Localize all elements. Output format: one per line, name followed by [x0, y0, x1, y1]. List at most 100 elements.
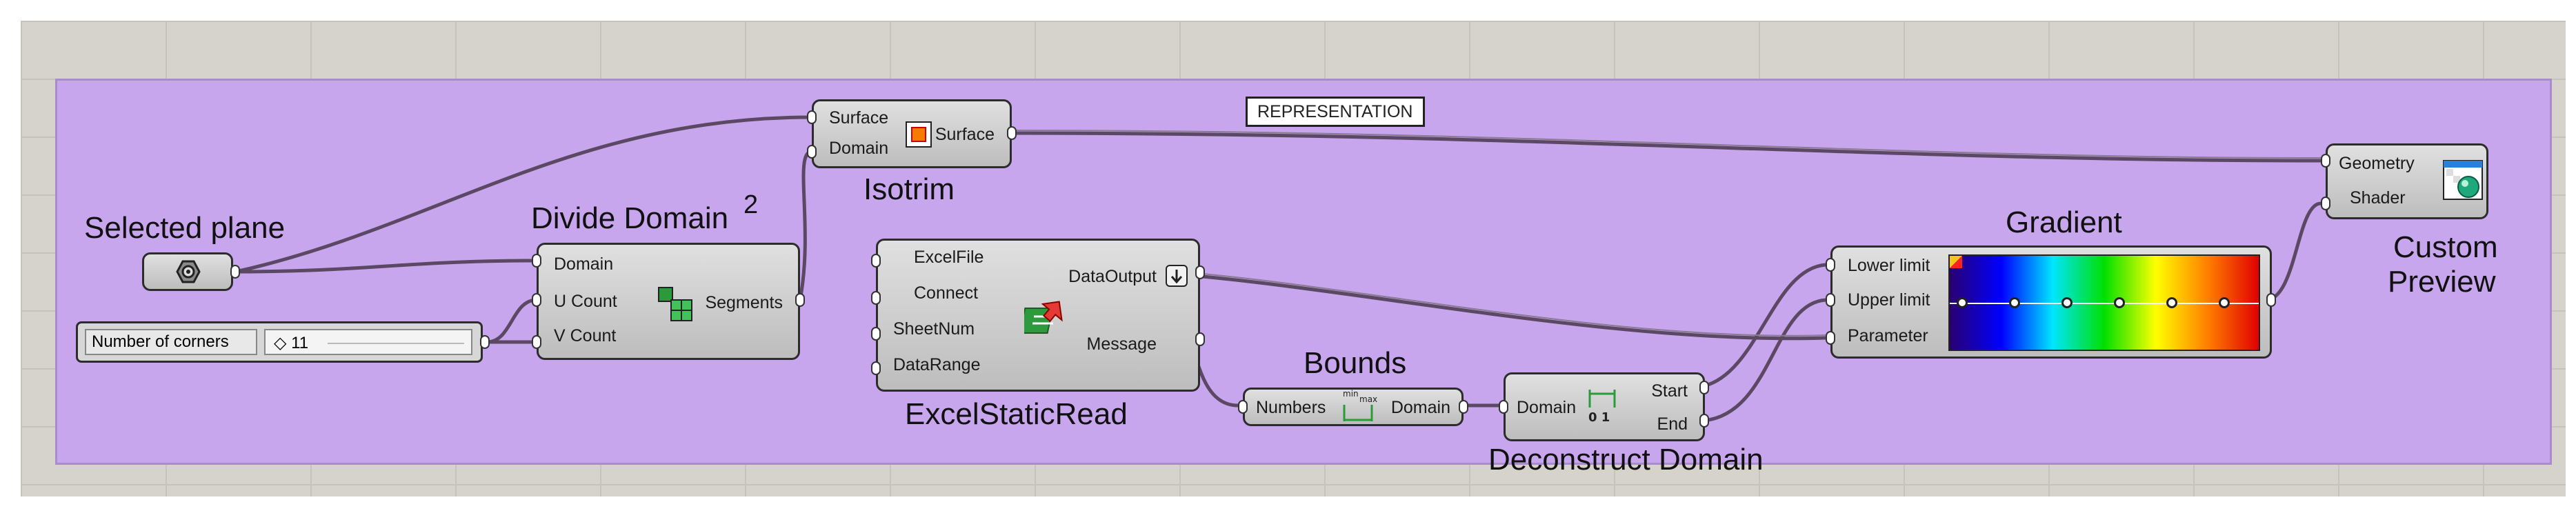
deconstruct-icon-label: 0 1: [1588, 410, 1610, 425]
group-label[interactable]: REPRESENTATION: [1246, 97, 1425, 127]
excel-input-connect[interactable]: Connect: [914, 283, 979, 303]
excel-icon: [1024, 301, 1063, 334]
excel-input-sheetnum[interactable]: SheetNum: [893, 319, 975, 339]
flatten-icon[interactable]: [1165, 264, 1188, 288]
deconstruct-output-end[interactable]: End: [1657, 414, 1688, 434]
excel-input-excelfile[interactable]: ExcelFile: [914, 248, 984, 267]
deconstruct-grip-start[interactable]: [1699, 381, 1709, 394]
wire-plane-to-divide-domain: [234, 259, 539, 274]
gradient-input-upper[interactable]: Upper limit: [1848, 290, 1930, 310]
isotrim-grip-surface-in[interactable]: [807, 110, 817, 124]
slider-output-grip[interactable]: [480, 335, 490, 349]
gradient-color-grip[interactable]: [2009, 297, 2020, 308]
divide-domain-component[interactable]: Domain U Count V Count Segments: [537, 243, 800, 360]
plane-output-grip[interactable]: [230, 265, 240, 279]
gradient-color-grip[interactable]: [1957, 297, 1968, 308]
grasshopper-canvas[interactable]: REPRESENTATION Selected plane: [21, 21, 2566, 496]
gradient-component[interactable]: Lower limit Upper limit Parameter: [1830, 245, 2272, 359]
preview-grip-shader[interactable]: [2321, 197, 2330, 210]
gradient-color-grip[interactable]: [2166, 297, 2177, 308]
divide-domain-caption: Divide Domain: [531, 201, 729, 235]
wire-dataoutput-to-parameter: [1148, 270, 1828, 341]
gradient-grip-out[interactable]: [2266, 293, 2276, 307]
excel-static-read-component[interactable]: ExcelFile Connect SheetNum DataRange Dat…: [876, 239, 1200, 392]
wire-start-to-lower: [1701, 263, 1828, 388]
selected-plane-caption: Selected plane: [84, 211, 286, 245]
deconstruct-grip-end[interactable]: [1699, 414, 1709, 428]
excel-grip-message[interactable]: [1195, 332, 1205, 346]
deconstruct-domain-component[interactable]: Domain 0 1 Start End: [1504, 372, 1705, 441]
gradient-grip-lower[interactable]: [1826, 258, 1835, 272]
excel-output-message[interactable]: Message: [1086, 334, 1157, 354]
plane-icon: [176, 260, 201, 283]
excel-input-datarange[interactable]: DataRange: [893, 355, 981, 374]
divide-domain-grip-domain[interactable]: [532, 254, 541, 268]
custom-preview-caption-2: Preview: [2388, 265, 2496, 299]
isotrim-output-surface[interactable]: Surface: [935, 125, 995, 144]
preview-input-geometry[interactable]: Geometry: [2339, 154, 2415, 173]
wire-slider-to-ucount: [485, 298, 539, 344]
isotrim-grip-domain-in[interactable]: [807, 145, 817, 159]
divide-domain-input-vcount[interactable]: V Count: [554, 326, 617, 345]
divide-domain-grip-ucount[interactable]: [532, 293, 541, 307]
selected-plane-component[interactable]: [142, 252, 233, 291]
deconstruct-domain-icon: 0 1: [1588, 390, 1616, 425]
bounds-output-domain[interactable]: Domain: [1390, 398, 1450, 417]
gradient-color-grip[interactable]: [2061, 297, 2073, 308]
wire-plane-to-isotrim-surface: [234, 115, 814, 274]
gradient-grip-upper[interactable]: [1826, 293, 1835, 307]
isotrim-component[interactable]: Surface Domain Surface: [812, 99, 1012, 168]
preview-input-shader[interactable]: Shader: [2350, 188, 2406, 208]
isotrim-icon: [906, 121, 932, 148]
excel-static-read-caption: ExcelStaticRead: [905, 397, 1128, 431]
gradient-track-line: [1950, 303, 2259, 304]
bounds-icon-max: max: [1359, 394, 1377, 404]
divide-domain-input-ucount[interactable]: U Count: [554, 292, 617, 311]
divide-domain-grip-vcount[interactable]: [532, 335, 541, 349]
gradient-caption: Gradient: [2006, 205, 2122, 239]
bounds-component[interactable]: Numbers min max Domain: [1243, 388, 1464, 426]
gradient-corner-icon: [1950, 256, 1962, 268]
bounds-input-numbers[interactable]: Numbers: [1256, 398, 1326, 417]
gradient-ramp[interactable]: [1948, 254, 2260, 351]
slider-name: Number of corners: [85, 329, 257, 355]
gradient-color-grip[interactable]: [2114, 297, 2125, 308]
divide-domain-superscript: 2: [743, 190, 759, 219]
deconstruct-grip-in[interactable]: [1499, 400, 1508, 414]
slider-track[interactable]: ◇ 11: [264, 329, 472, 355]
custom-preview-caption-1: Custom: [2393, 230, 2498, 264]
slider-value: ◇ 11: [274, 334, 309, 352]
deconstruct-output-start[interactable]: Start: [1651, 381, 1688, 401]
excel-grip-excelfile[interactable]: [871, 254, 881, 268]
wire-end-to-upper: [1701, 298, 1828, 423]
excel-grip-dataoutput[interactable]: [1195, 265, 1205, 279]
custom-preview-component[interactable]: Geometry Shader: [2326, 143, 2488, 219]
slider-component[interactable]: Number of corners ◇ 11: [76, 321, 483, 363]
preview-icon: [2443, 160, 2483, 200]
gradient-grip-parameter[interactable]: [1826, 331, 1835, 345]
preview-grip-geometry[interactable]: [2321, 154, 2330, 168]
gradient-color-grip[interactable]: [2219, 297, 2230, 308]
isotrim-input-domain[interactable]: Domain: [829, 139, 889, 158]
isotrim-input-surface[interactable]: Surface: [829, 108, 889, 128]
deconstruct-domain-caption: Deconstruct Domain: [1488, 443, 1764, 476]
excel-grip-connect[interactable]: [871, 291, 881, 305]
bounds-caption: Bounds: [1304, 346, 1407, 380]
wire-isotrim-to-preview: [1005, 131, 2323, 163]
bounds-grip-out[interactable]: [1459, 400, 1468, 414]
bounds-icon-min: min: [1343, 389, 1359, 399]
isotrim-grip-surface-out[interactable]: [1007, 126, 1017, 140]
divide-domain-grip-segments[interactable]: [795, 293, 805, 307]
excel-grip-sheetnum[interactable]: [871, 327, 881, 341]
bounds-grip-in[interactable]: [1238, 400, 1248, 414]
gradient-input-parameter[interactable]: Parameter: [1848, 326, 1928, 345]
divide-domain-output-segments[interactable]: Segments: [705, 293, 783, 312]
excel-output-dataoutput[interactable]: DataOutput: [1068, 267, 1157, 286]
wire-segments-to-isotrim-domain: [798, 150, 814, 302]
divide-domain-icon: [658, 287, 692, 321]
excel-grip-datarange[interactable]: [871, 361, 881, 375]
deconstruct-input-domain[interactable]: Domain: [1517, 398, 1577, 417]
divide-domain-input-domain[interactable]: Domain: [554, 254, 614, 274]
gradient-input-lower[interactable]: Lower limit: [1848, 256, 1930, 275]
bounds-icon: min max: [1343, 389, 1377, 421]
